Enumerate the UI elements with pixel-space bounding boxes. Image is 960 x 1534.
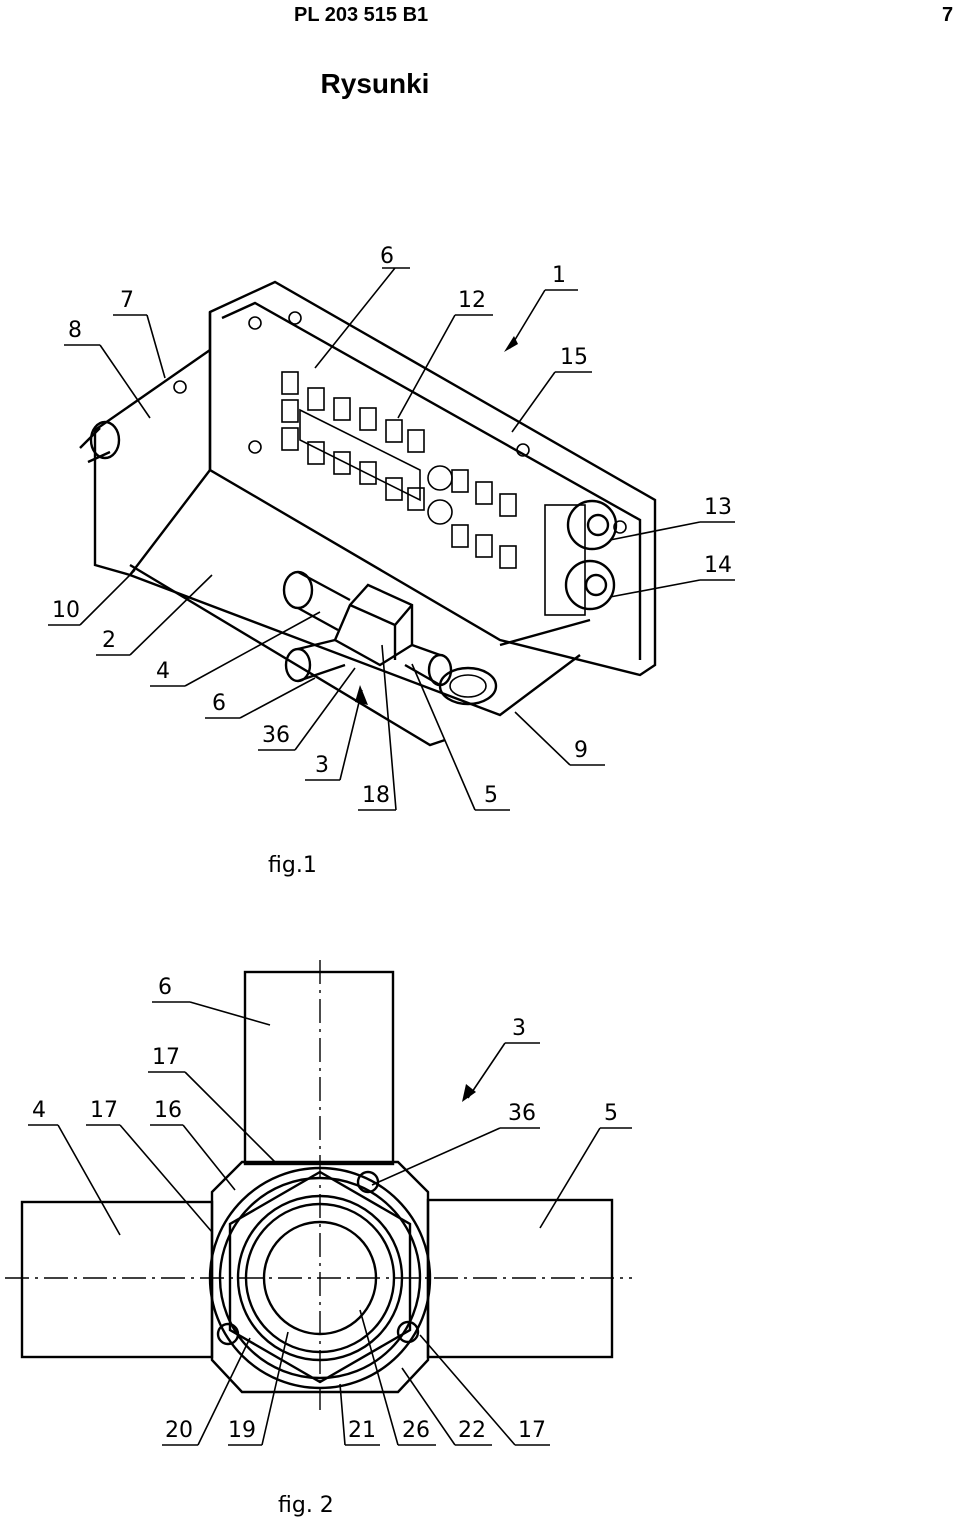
- fig2-label: 17: [90, 1098, 118, 1123]
- fig1-label: 12: [458, 288, 486, 313]
- fig1-label: 4: [156, 659, 170, 684]
- fig2-caption: fig. 2: [278, 1493, 334, 1518]
- fig1-label: 9: [574, 738, 588, 763]
- fig1-label: 6: [212, 691, 226, 716]
- fig2-label: 6: [158, 975, 172, 1000]
- fig1-label: 15: [560, 345, 588, 370]
- fig1-label: 7: [120, 288, 134, 313]
- fig2-label: 36: [508, 1101, 536, 1126]
- fig1-label: 2: [102, 628, 116, 653]
- fig2-label: 17: [518, 1418, 546, 1443]
- fig1-label: 5: [484, 783, 498, 808]
- fig1-caption: fig.1: [268, 853, 317, 878]
- fig2-label: 5: [604, 1101, 618, 1126]
- fig1-labels: 6 7 8 12 1 15 13 14 10 2 4 6 36 3 18 5 9: [52, 244, 732, 808]
- fig1-label: 18: [362, 783, 390, 808]
- fig2-label: 20: [165, 1418, 193, 1443]
- document-id: PL 203 515 B1: [294, 4, 429, 26]
- fig2-label: 26: [402, 1418, 430, 1443]
- fig2-labels: 6 17 3 4 17 16 36 5 20 19 21 26 22 17: [32, 975, 618, 1443]
- fig2-drawing: [5, 960, 632, 1446]
- fig2-label: 22: [458, 1418, 486, 1443]
- fig2-label: 16: [154, 1098, 182, 1123]
- fig1-label: 6: [380, 244, 394, 269]
- fig1-label: 13: [704, 495, 732, 520]
- fig2-label: 21: [348, 1418, 376, 1443]
- fig2-label: 17: [152, 1045, 180, 1070]
- fig2-label: 19: [228, 1418, 256, 1443]
- fig2-label: 4: [32, 1098, 46, 1123]
- fig1-label: 1: [552, 263, 566, 288]
- page-number: 7: [942, 4, 954, 26]
- fig1-label: 36: [262, 723, 290, 748]
- section-title: Rysunki: [320, 68, 430, 99]
- fig1-label: 3: [315, 753, 329, 778]
- fig2-label: 3: [512, 1016, 526, 1041]
- fig1-label: 8: [68, 318, 82, 343]
- fig1-label: 14: [704, 553, 732, 578]
- fig1-label: 10: [52, 598, 80, 623]
- fig1-drawing: [48, 267, 735, 811]
